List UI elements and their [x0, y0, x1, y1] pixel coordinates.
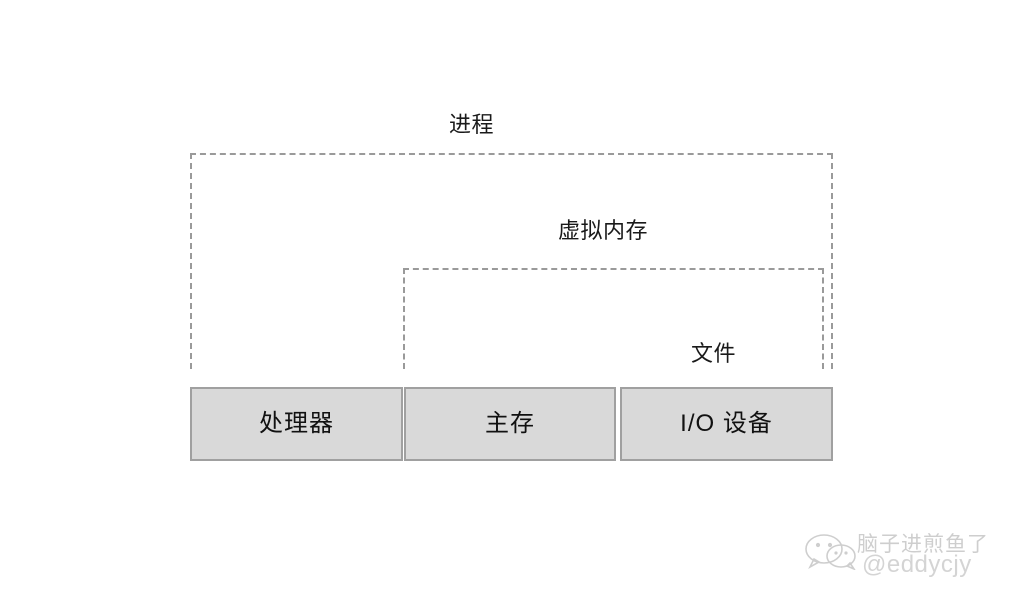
- hardware-box-io-device: I/O 设备: [620, 387, 833, 461]
- hardware-box-label: 主存: [485, 410, 535, 437]
- watermark: 脑子进煎鱼了 @eddycjy: [805, 528, 1033, 594]
- hardware-box-main-memory: 主存: [404, 387, 616, 461]
- virtual-memory-label: 虚拟内存: [558, 218, 649, 243]
- file-region: [403, 268, 824, 369]
- hardware-row: 处理器 主存 I/O 设备: [190, 387, 833, 461]
- hardware-box-label: I/O 设备: [680, 410, 773, 437]
- process-region: [190, 153, 833, 369]
- watermark-handle: @eddycjy: [862, 551, 972, 578]
- file-label: 文件: [691, 341, 737, 366]
- process-label: 进程: [449, 112, 495, 137]
- watermark-account-name: 脑子进煎鱼了: [857, 533, 989, 556]
- hardware-box-processor: 处理器: [190, 387, 403, 461]
- hardware-box-label: 处理器: [259, 410, 334, 437]
- wechat-icon: [805, 534, 856, 570]
